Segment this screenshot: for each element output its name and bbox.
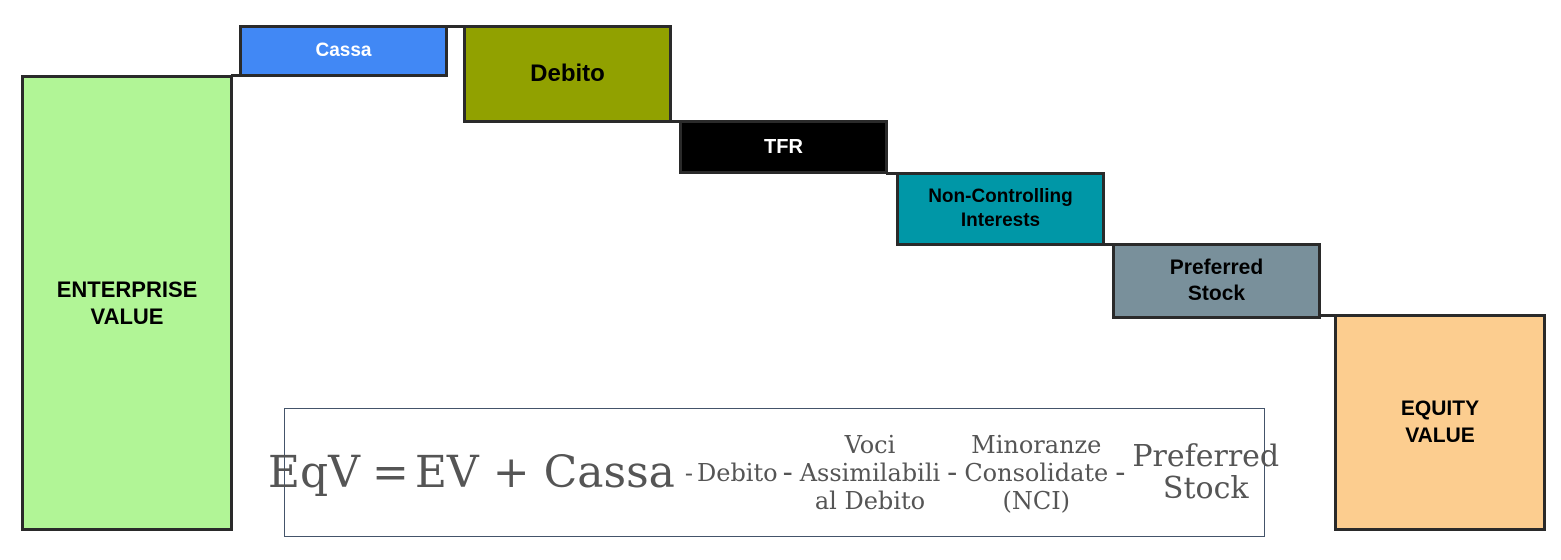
debito-box: Debito xyxy=(463,25,672,123)
formula-debito: Debito xyxy=(697,458,778,487)
preferred-stock-label: Preferred Stock xyxy=(1169,255,1264,305)
formula-minus-2: - xyxy=(782,455,793,490)
formula-plus: + xyxy=(492,447,530,498)
cassa-label: Cassa xyxy=(315,40,372,62)
formula-cassa: Cassa xyxy=(543,447,675,498)
enterprise-value-label: ENTERPRISE VALUE xyxy=(56,276,198,330)
equity-value-box: EQUITY VALUE xyxy=(1334,314,1546,531)
formula-box: EqV = EV + Cassa - Debito - Voci Assimil… xyxy=(268,408,1279,537)
tfr-label: TFR xyxy=(764,135,803,158)
formula-equals: = xyxy=(371,447,409,498)
tfr-box: TFR xyxy=(679,120,888,174)
cassa-box: Cassa xyxy=(239,25,448,77)
connector-nci-preferred xyxy=(1103,243,1114,246)
formula-minoranze: Minoranze Consolidate (NCI) xyxy=(964,430,1109,515)
preferred-stock-box: Preferred Stock xyxy=(1112,243,1321,319)
formula-minus-3: - xyxy=(947,455,958,490)
formula-ev: EV xyxy=(414,447,479,498)
connector-ev-cassa xyxy=(231,74,241,77)
nci-box: Non-Controlling Interests xyxy=(896,172,1105,246)
debito-label: Debito xyxy=(530,60,605,87)
formula-minus-1: - xyxy=(684,458,693,487)
formula-voci-assimilabili: Voci Assimilabili al Debito xyxy=(799,430,941,515)
nci-label: Non-Controlling Interests xyxy=(928,186,1073,231)
connector-preferred-equity xyxy=(1319,314,1336,317)
connector-debito-tfr xyxy=(670,120,681,123)
equity-value-label: EQUITY VALUE xyxy=(1400,397,1480,447)
connector-tfr-nci xyxy=(886,172,898,175)
formula-minus-4: - xyxy=(1115,455,1126,490)
formula-preferred-stock: Preferred Stock xyxy=(1132,438,1280,506)
connector-cassa-debito xyxy=(446,25,465,28)
enterprise-value-box: ENTERPRISE VALUE xyxy=(21,75,233,531)
formula-lhs: EqV xyxy=(267,447,360,498)
